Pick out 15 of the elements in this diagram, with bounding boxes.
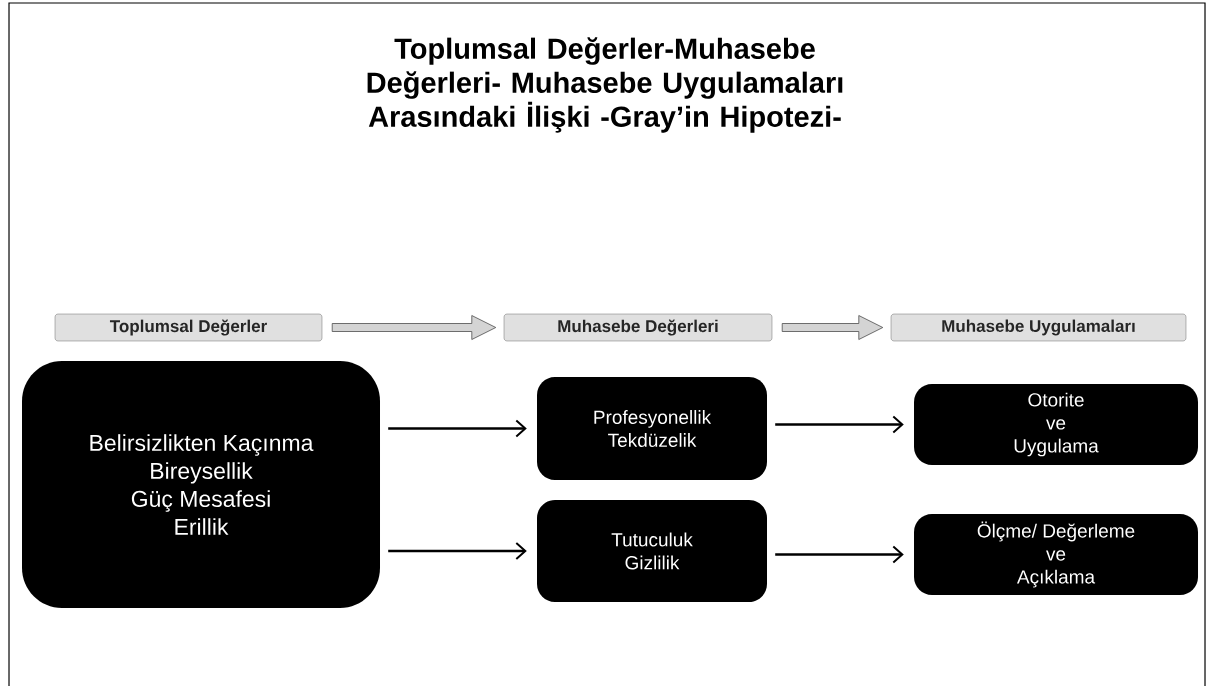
header-box: Muhasebe Uygulamaları xyxy=(890,313,1187,342)
value-box: Profesyonellik Tekdüzelik xyxy=(537,377,767,480)
block-arrow xyxy=(781,315,884,340)
arrow xyxy=(775,415,904,434)
arrow xyxy=(775,545,904,564)
block-arrow xyxy=(331,315,497,340)
value-box: Ölçme/ Değerleme ve Açıklama xyxy=(914,514,1198,595)
value-box: Tutuculuk Gizlilik xyxy=(537,500,767,602)
header-box: Muhasebe Değerleri xyxy=(503,313,773,342)
value-box: Belirsizlikten Kaçınma Bireysellik Güç Mesafesi Erillik xyxy=(22,361,380,608)
title: Toplumsal Değerler-Muhasebe Değerleri- Muhasebe Uygulamaları Arasındaki İlişki -Gray’in Hipotezi- xyxy=(367,37,843,133)
value-box: Otorite ve Uygulama xyxy=(914,384,1198,465)
arrow xyxy=(388,542,527,560)
header-box: Toplumsal Değerler xyxy=(54,313,323,342)
arrow xyxy=(388,419,527,438)
